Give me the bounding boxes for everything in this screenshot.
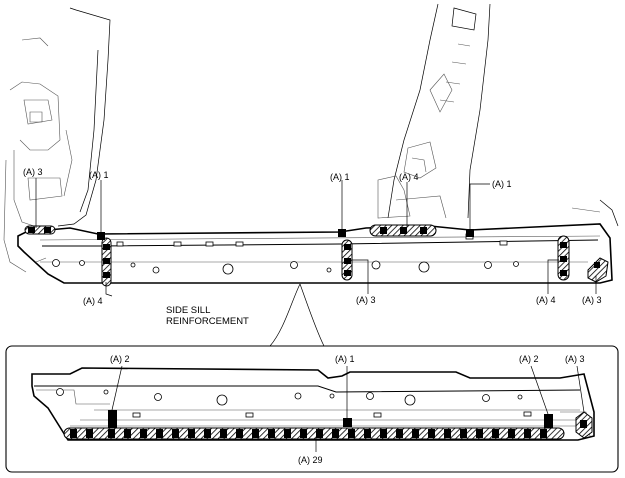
body-side-structure <box>3 3 619 273</box>
label-a3-mid: (A) 3 <box>356 295 376 305</box>
detail-weld-seam-long <box>63 427 565 440</box>
top-spot-welds <box>28 227 600 278</box>
detail-callout-wedge <box>269 283 325 347</box>
label-a4-mid: (A) 4 <box>399 172 419 182</box>
detail-spot-welds <box>70 410 587 438</box>
detail-label-a2-right: (A) 2 <box>519 354 539 364</box>
detail-label-a29: (A) 29 <box>298 455 323 465</box>
label-a1-left: (A) 1 <box>89 170 109 180</box>
detail-frame <box>5 345 619 473</box>
detail-label-a2-left: (A) 2 <box>110 354 130 364</box>
side-sill-reinforcement <box>17 223 613 284</box>
label-a3-left: (A) 3 <box>23 167 43 177</box>
label-a3-right: (A) 3 <box>582 295 602 305</box>
label-a4-right: (A) 4 <box>536 295 556 305</box>
weld-seam-rear-end <box>587 257 609 283</box>
detail-label-a1: (A) 1 <box>335 354 355 364</box>
detail-label-a3: (A) 3 <box>565 354 585 364</box>
label-a1-mid: (A) 1 <box>330 172 350 182</box>
sill-holes <box>52 233 519 275</box>
detail-sill-reinforcement <box>31 367 595 441</box>
label-a1-right: (A) 1 <box>492 179 512 189</box>
label-a4-left: (A) 4 <box>83 296 103 306</box>
top-leader-lines <box>35 178 597 297</box>
part-name-line2: REINFORCEMENT <box>166 316 249 327</box>
part-name-line1: SIDE SILL <box>166 305 210 316</box>
detail-holes <box>56 388 532 418</box>
detail-leader-lines <box>111 365 585 452</box>
